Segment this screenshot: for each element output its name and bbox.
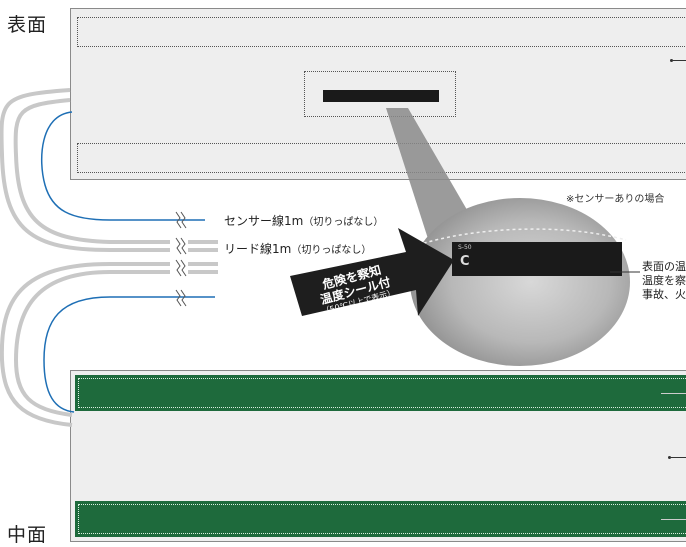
sticker-small-text: S-50 bbox=[458, 244, 472, 251]
middle-panel bbox=[70, 370, 686, 542]
front-panel-bottom-strip bbox=[77, 143, 686, 173]
magnifier-beam bbox=[386, 108, 470, 245]
sensor-note: ※センサーありの場合 bbox=[566, 194, 665, 205]
lead-wire-label: リード線1m（切りっぱなし） bbox=[224, 242, 372, 256]
magnified-sticker bbox=[452, 242, 622, 276]
description-text: 表面の温 温度を察 事故、火 bbox=[642, 260, 686, 302]
front-surface-label: 表面 bbox=[7, 14, 48, 36]
lead-wire-bottom-inner bbox=[13, 270, 170, 417]
break-mark-icon bbox=[175, 211, 187, 307]
front-panel bbox=[70, 8, 686, 180]
sticker-big-text: C bbox=[460, 254, 470, 269]
sensor-wire-top bbox=[40, 111, 205, 221]
leader-dot-front bbox=[670, 59, 673, 62]
leader-dot-middle bbox=[668, 456, 671, 459]
temperature-sticker-mark bbox=[323, 90, 439, 102]
lead-wire-top-outer bbox=[0, 88, 170, 252]
description-line-2: 温度を察 bbox=[642, 274, 686, 287]
sticker-location-box bbox=[304, 71, 456, 117]
heater-strip-top bbox=[75, 375, 686, 411]
lead-wire-top-inner bbox=[13, 98, 170, 244]
sensor-wire-label: センサー線1m（切りっぱなし） bbox=[224, 214, 384, 228]
front-panel-top-strip bbox=[77, 17, 686, 47]
leader-line-strip-bottom bbox=[661, 519, 686, 520]
sensor-wire-bottom bbox=[43, 296, 215, 413]
description-line-3: 事故、火 bbox=[642, 288, 686, 301]
lead-wire-bottom-outer bbox=[0, 262, 170, 427]
leader-line-strip-top bbox=[661, 393, 686, 394]
leader-line-middle bbox=[671, 457, 686, 458]
description-line-1: 表面の温 bbox=[642, 260, 686, 273]
heater-strip-bottom bbox=[75, 501, 686, 537]
callout-arrow bbox=[290, 228, 454, 316]
middle-surface-label: 中面 bbox=[7, 524, 48, 546]
magnified-sticker-photo bbox=[410, 198, 630, 366]
leader-line-front bbox=[673, 60, 686, 61]
